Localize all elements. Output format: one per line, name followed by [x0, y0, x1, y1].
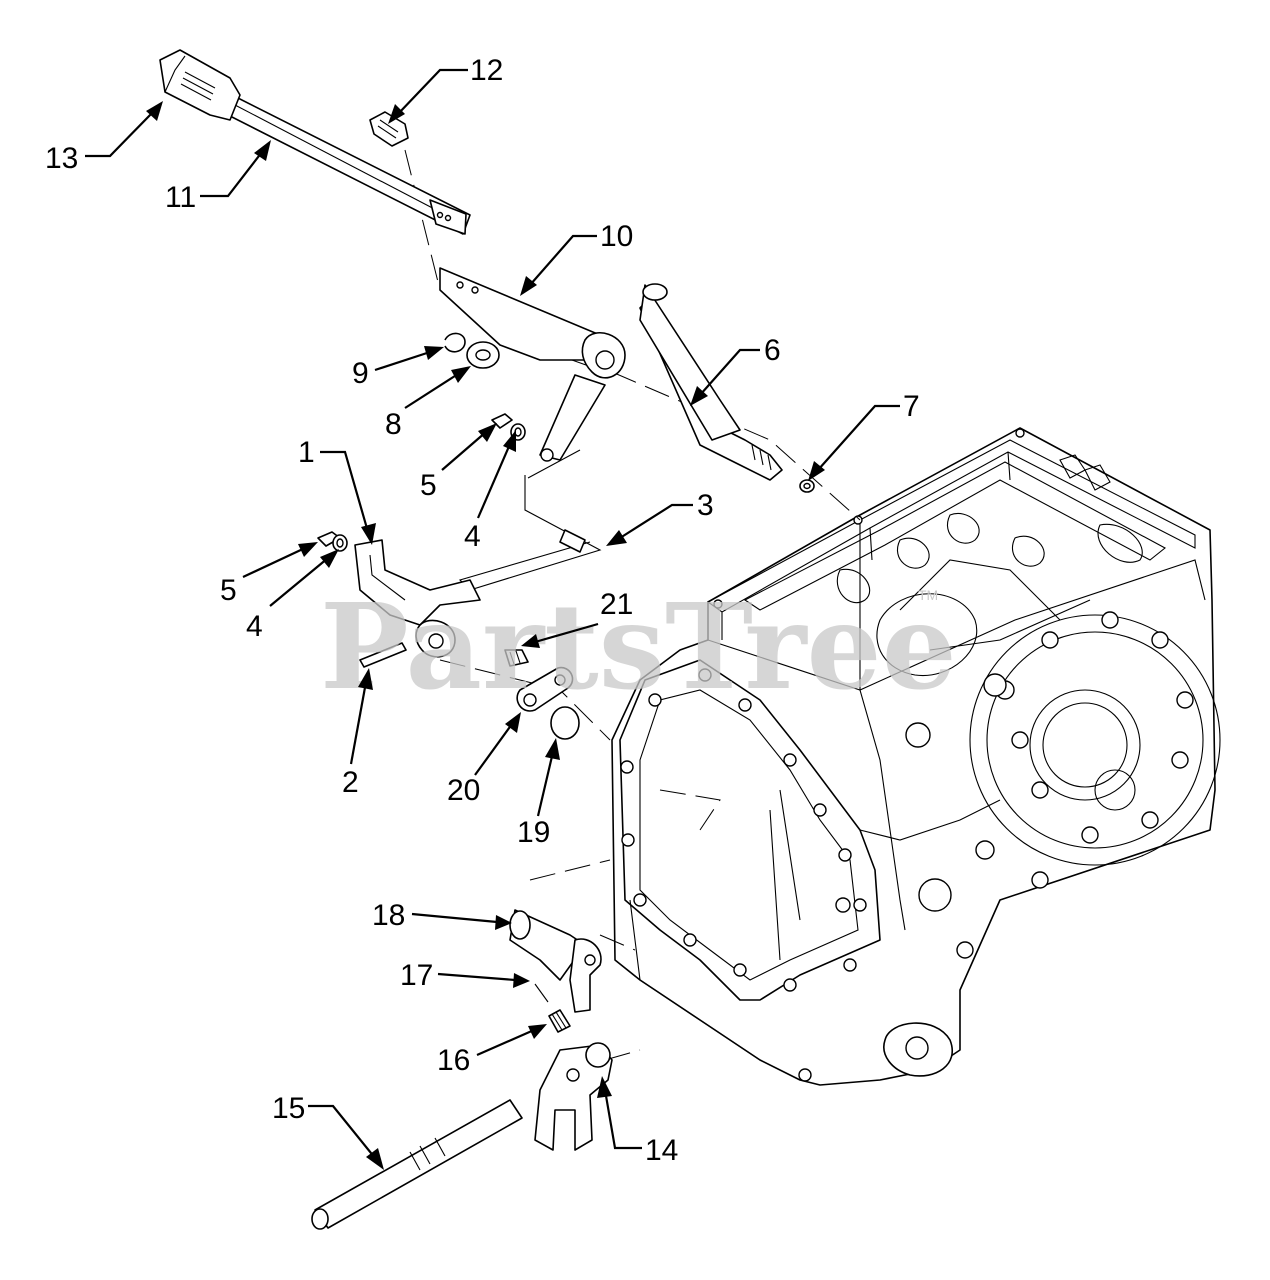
- callout-17: 17: [400, 959, 530, 992]
- callout-19: 19: [517, 738, 560, 849]
- callout-number: 5: [220, 574, 237, 607]
- callout-1: 1: [298, 436, 376, 545]
- callout-number: 11: [165, 181, 196, 214]
- watermark-text: PartsTree: [320, 577, 957, 716]
- washer-part-8: [466, 341, 500, 369]
- pin-part-17: [534, 983, 549, 1003]
- callout-number: 4: [246, 610, 263, 643]
- callout-number: 17: [400, 959, 433, 992]
- transmission-housing: [611, 427, 1221, 1086]
- e-clip-part-9: [444, 332, 466, 353]
- callout-number: 6: [764, 334, 781, 367]
- plug-part-19: [550, 706, 580, 740]
- callout-6: 6: [690, 334, 781, 406]
- shift-lever-shaft: [227, 94, 471, 235]
- callout-number: 14: [645, 1134, 678, 1167]
- callout-number: 20: [447, 774, 480, 807]
- lever-bracket: [439, 267, 626, 462]
- callout-7: 7: [808, 390, 920, 481]
- callout-10: 10: [520, 220, 633, 296]
- callout-number: 19: [517, 816, 550, 849]
- callout-number: 13: [45, 142, 78, 175]
- callout-15: 15: [272, 1092, 384, 1170]
- callout-11: 11: [165, 140, 271, 214]
- callout-4-lower: 4: [246, 549, 339, 643]
- callout-number: 18: [372, 899, 405, 932]
- callout-number: 9: [352, 357, 369, 390]
- callout-number: 10: [600, 220, 633, 253]
- bolt-part-12: [369, 111, 409, 147]
- plate-part-20: [516, 666, 574, 712]
- shift-knob: [159, 49, 241, 121]
- shift-link-part-1: [354, 539, 481, 658]
- shifter-part-18: [509, 909, 602, 1013]
- callout-16: 16: [437, 1024, 547, 1077]
- pivot-pin-part-6: [639, 283, 783, 481]
- shift-rail-part-15: [311, 1099, 523, 1230]
- callout-5-lower: 5: [220, 542, 318, 607]
- callout-21: 21: [521, 588, 633, 648]
- callout-9: 9: [352, 346, 444, 390]
- callout-18: 18: [372, 899, 512, 932]
- callout-number: 12: [470, 54, 503, 87]
- callout-12: 12: [388, 54, 503, 124]
- callout-5-upper: 5: [420, 423, 497, 502]
- callout-number: 4: [464, 520, 481, 553]
- nut-part-7: [799, 479, 815, 493]
- callout-14: 14: [597, 1076, 678, 1167]
- bolt-part-21: [504, 649, 529, 667]
- pin-part-2: [359, 642, 407, 668]
- watermark: PartsTree TM: [320, 577, 957, 716]
- callout-number: 7: [903, 390, 920, 423]
- callout-4-upper: 4: [464, 430, 516, 553]
- callout-number: 16: [437, 1044, 470, 1077]
- callout-number: 3: [697, 489, 714, 522]
- callout-number: 21: [600, 588, 633, 621]
- callout-number: 8: [385, 408, 402, 441]
- callout-2: 2: [342, 668, 373, 799]
- washer-part-4-lower: [332, 534, 348, 552]
- callout-number: 1: [298, 436, 315, 469]
- callout-number: 15: [272, 1092, 305, 1125]
- shift-rod-part-3: [458, 449, 602, 591]
- callout-number: 5: [420, 469, 437, 502]
- shift-fork-part-14: [534, 1042, 613, 1151]
- callout-20: 20: [447, 712, 521, 807]
- callout-3: 3: [606, 489, 714, 546]
- callout-13: 13: [45, 101, 163, 175]
- callout-number: 2: [342, 766, 359, 799]
- spring-part-16: [548, 1009, 571, 1033]
- watermark-trademark: TM: [918, 587, 938, 603]
- clip-part-5-upper: [491, 413, 513, 429]
- callout-8: 8: [385, 366, 471, 441]
